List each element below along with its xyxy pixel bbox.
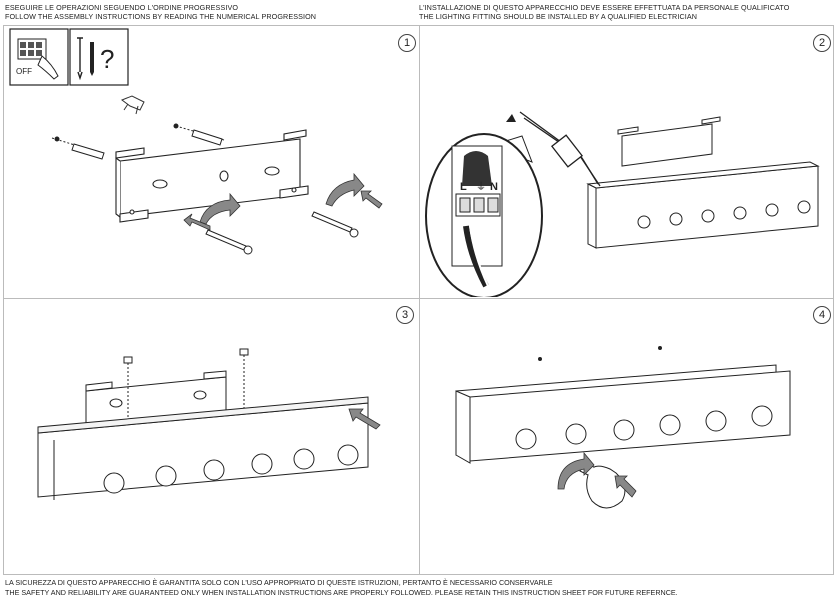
header-right-english: THE LIGHTING FITTING SHOULD BE INSTALLED… [419,12,698,21]
grid-vertical-divider [419,25,420,575]
footer: LA SICUREZZA DI QUESTO APPARECCHIO È GAR… [5,578,678,597]
step-2-number: 2 [813,34,831,52]
header-right: L'INSTALLAZIONE DI QUESTO APPARECCHIO DE… [419,3,789,21]
rotate-arrow-icon [557,451,595,490]
instruction-grid [3,25,834,575]
step-1-illustration: OFF ? [9,28,383,255]
step-1-number: 1 [398,34,416,52]
rotate-arrow-left-icon [199,192,241,225]
screw-right [311,211,359,238]
step-3-number: 3 [396,306,414,324]
step-4-panel: 4 [420,299,833,574]
ground-icon: ⏚ [476,181,486,193]
step-3-panel: 3 [4,299,418,574]
terminal-block-callout [425,133,543,297]
power-cable [519,111,601,187]
grid-horizontal-divider [3,298,834,299]
header-right-italian: L'INSTALLAZIONE DI QUESTO APPARECCHIO DE… [419,3,790,12]
step-4-illustration [455,346,791,509]
question-mark-icon: ? [100,44,114,74]
wall-plug-left [51,136,105,160]
light-fixture-body [586,161,820,249]
terminal-n-label: N [490,181,498,193]
power-off-icon [9,28,69,86]
power-off-label: OFF [16,67,32,76]
step-2-panel: 2 [420,26,833,297]
screw-clip-icon [120,95,145,115]
screw-left [205,229,253,255]
push-arrow-icon [614,475,637,498]
push-arrow-right-icon [360,190,383,209]
step-4-number: 4 [813,306,831,324]
header-left: ESEGUIRE LE OPERAZIONI SEGUENDO L'ORDINE… [5,3,316,21]
step-2-illustration: L ⏚ N [425,111,820,297]
header-left-italian: ESEGUIRE LE OPERAZIONI SEGUENDO L'ORDINE… [5,3,239,12]
footer-english: THE SAFETY AND RELIABILITY ARE GUARANTEE… [5,587,678,597]
header-left-english: FOLLOW THE ASSEMBLY INSTRUCTIONS BY READ… [5,12,317,21]
light-fixture-body [37,396,369,500]
terminal-l-label: L [460,181,467,193]
footer-italian: LA SICUREZZA DI QUESTO APPARECCHIO È GAR… [5,578,553,587]
slide-arrow-icon [348,408,381,430]
push-arrow-left-icon [183,213,211,231]
cable-arrow-icon [506,114,516,122]
mounting-bracket [115,129,309,223]
rotate-arrow-right-icon [325,172,365,207]
qualified-tools-icon [69,28,129,86]
step-3-illustration [37,348,381,500]
step-1-panel: 1 OFF ? [4,26,418,297]
wall-plug-right [173,123,225,146]
wall-bracket [617,116,721,167]
light-fixture-body [455,346,791,464]
